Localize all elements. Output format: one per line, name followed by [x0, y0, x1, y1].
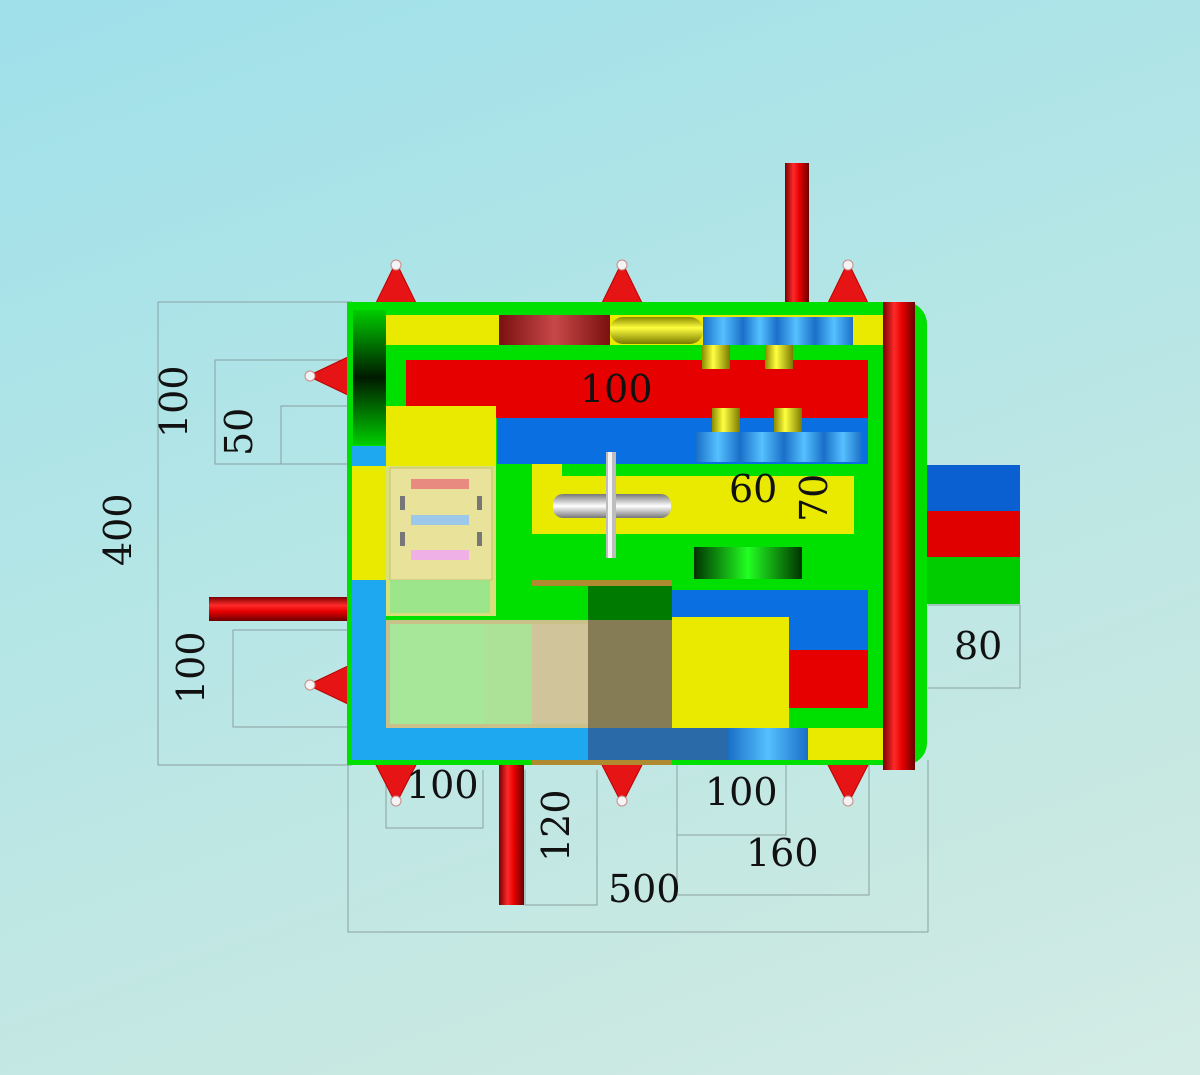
climb-holds — [400, 496, 482, 546]
blue-tubes-mid — [696, 432, 862, 462]
bottom-yellow-strip — [808, 728, 884, 760]
dim-left-bottom: 100 — [169, 631, 213, 704]
climb-stripe-pink — [411, 550, 469, 560]
dim-left-top-inner: 50 — [217, 408, 261, 456]
dim-inner-red-bar: 100 — [580, 367, 653, 411]
red-block-right — [789, 650, 868, 708]
left-post-tube — [209, 597, 351, 621]
dim-overall-width: 500 — [608, 867, 681, 911]
dim-inner-70: 70 — [792, 474, 836, 522]
yellow-tube-top — [610, 317, 703, 344]
cone-decorations — [306, 260, 870, 806]
dim-bottom-left: 100 — [406, 763, 479, 807]
right-wall-tubes — [883, 302, 915, 770]
climb-stripe-red — [411, 479, 469, 489]
dim-right-exit: 80 — [954, 624, 1002, 668]
dimension-labels: 100 60 70 80 100 120 100 160 500 400 100… — [96, 365, 1002, 911]
dim-bottom-mid: 100 — [705, 770, 778, 814]
yellow-block-right — [672, 617, 789, 728]
maroon-tube — [499, 315, 610, 345]
bottom-post-tube — [499, 765, 524, 905]
dim-overall-depth: 400 — [96, 493, 140, 566]
left-yellow-block — [386, 406, 496, 466]
top-post-tube — [785, 163, 809, 308]
dim-bottom-entry: 120 — [534, 789, 578, 862]
cone-tips — [304, 259, 854, 807]
dim-inner-60: 60 — [729, 467, 777, 511]
bottom-blue-tube — [728, 728, 808, 760]
dark-green-block — [588, 585, 672, 620]
grey-cross-obstacle — [553, 452, 671, 558]
right-exit-slide — [924, 465, 1020, 604]
green-roller — [694, 547, 802, 579]
left-wall-tube — [353, 310, 386, 445]
climb-stripe-blue — [411, 515, 469, 525]
dim-bottom-right: 160 — [746, 831, 819, 875]
dim-left-top-depth: 100 — [152, 365, 196, 438]
yellow-pillars-lower — [712, 408, 802, 432]
blue-tubes-top — [703, 317, 853, 345]
yellow-pillars-upper — [702, 345, 793, 369]
